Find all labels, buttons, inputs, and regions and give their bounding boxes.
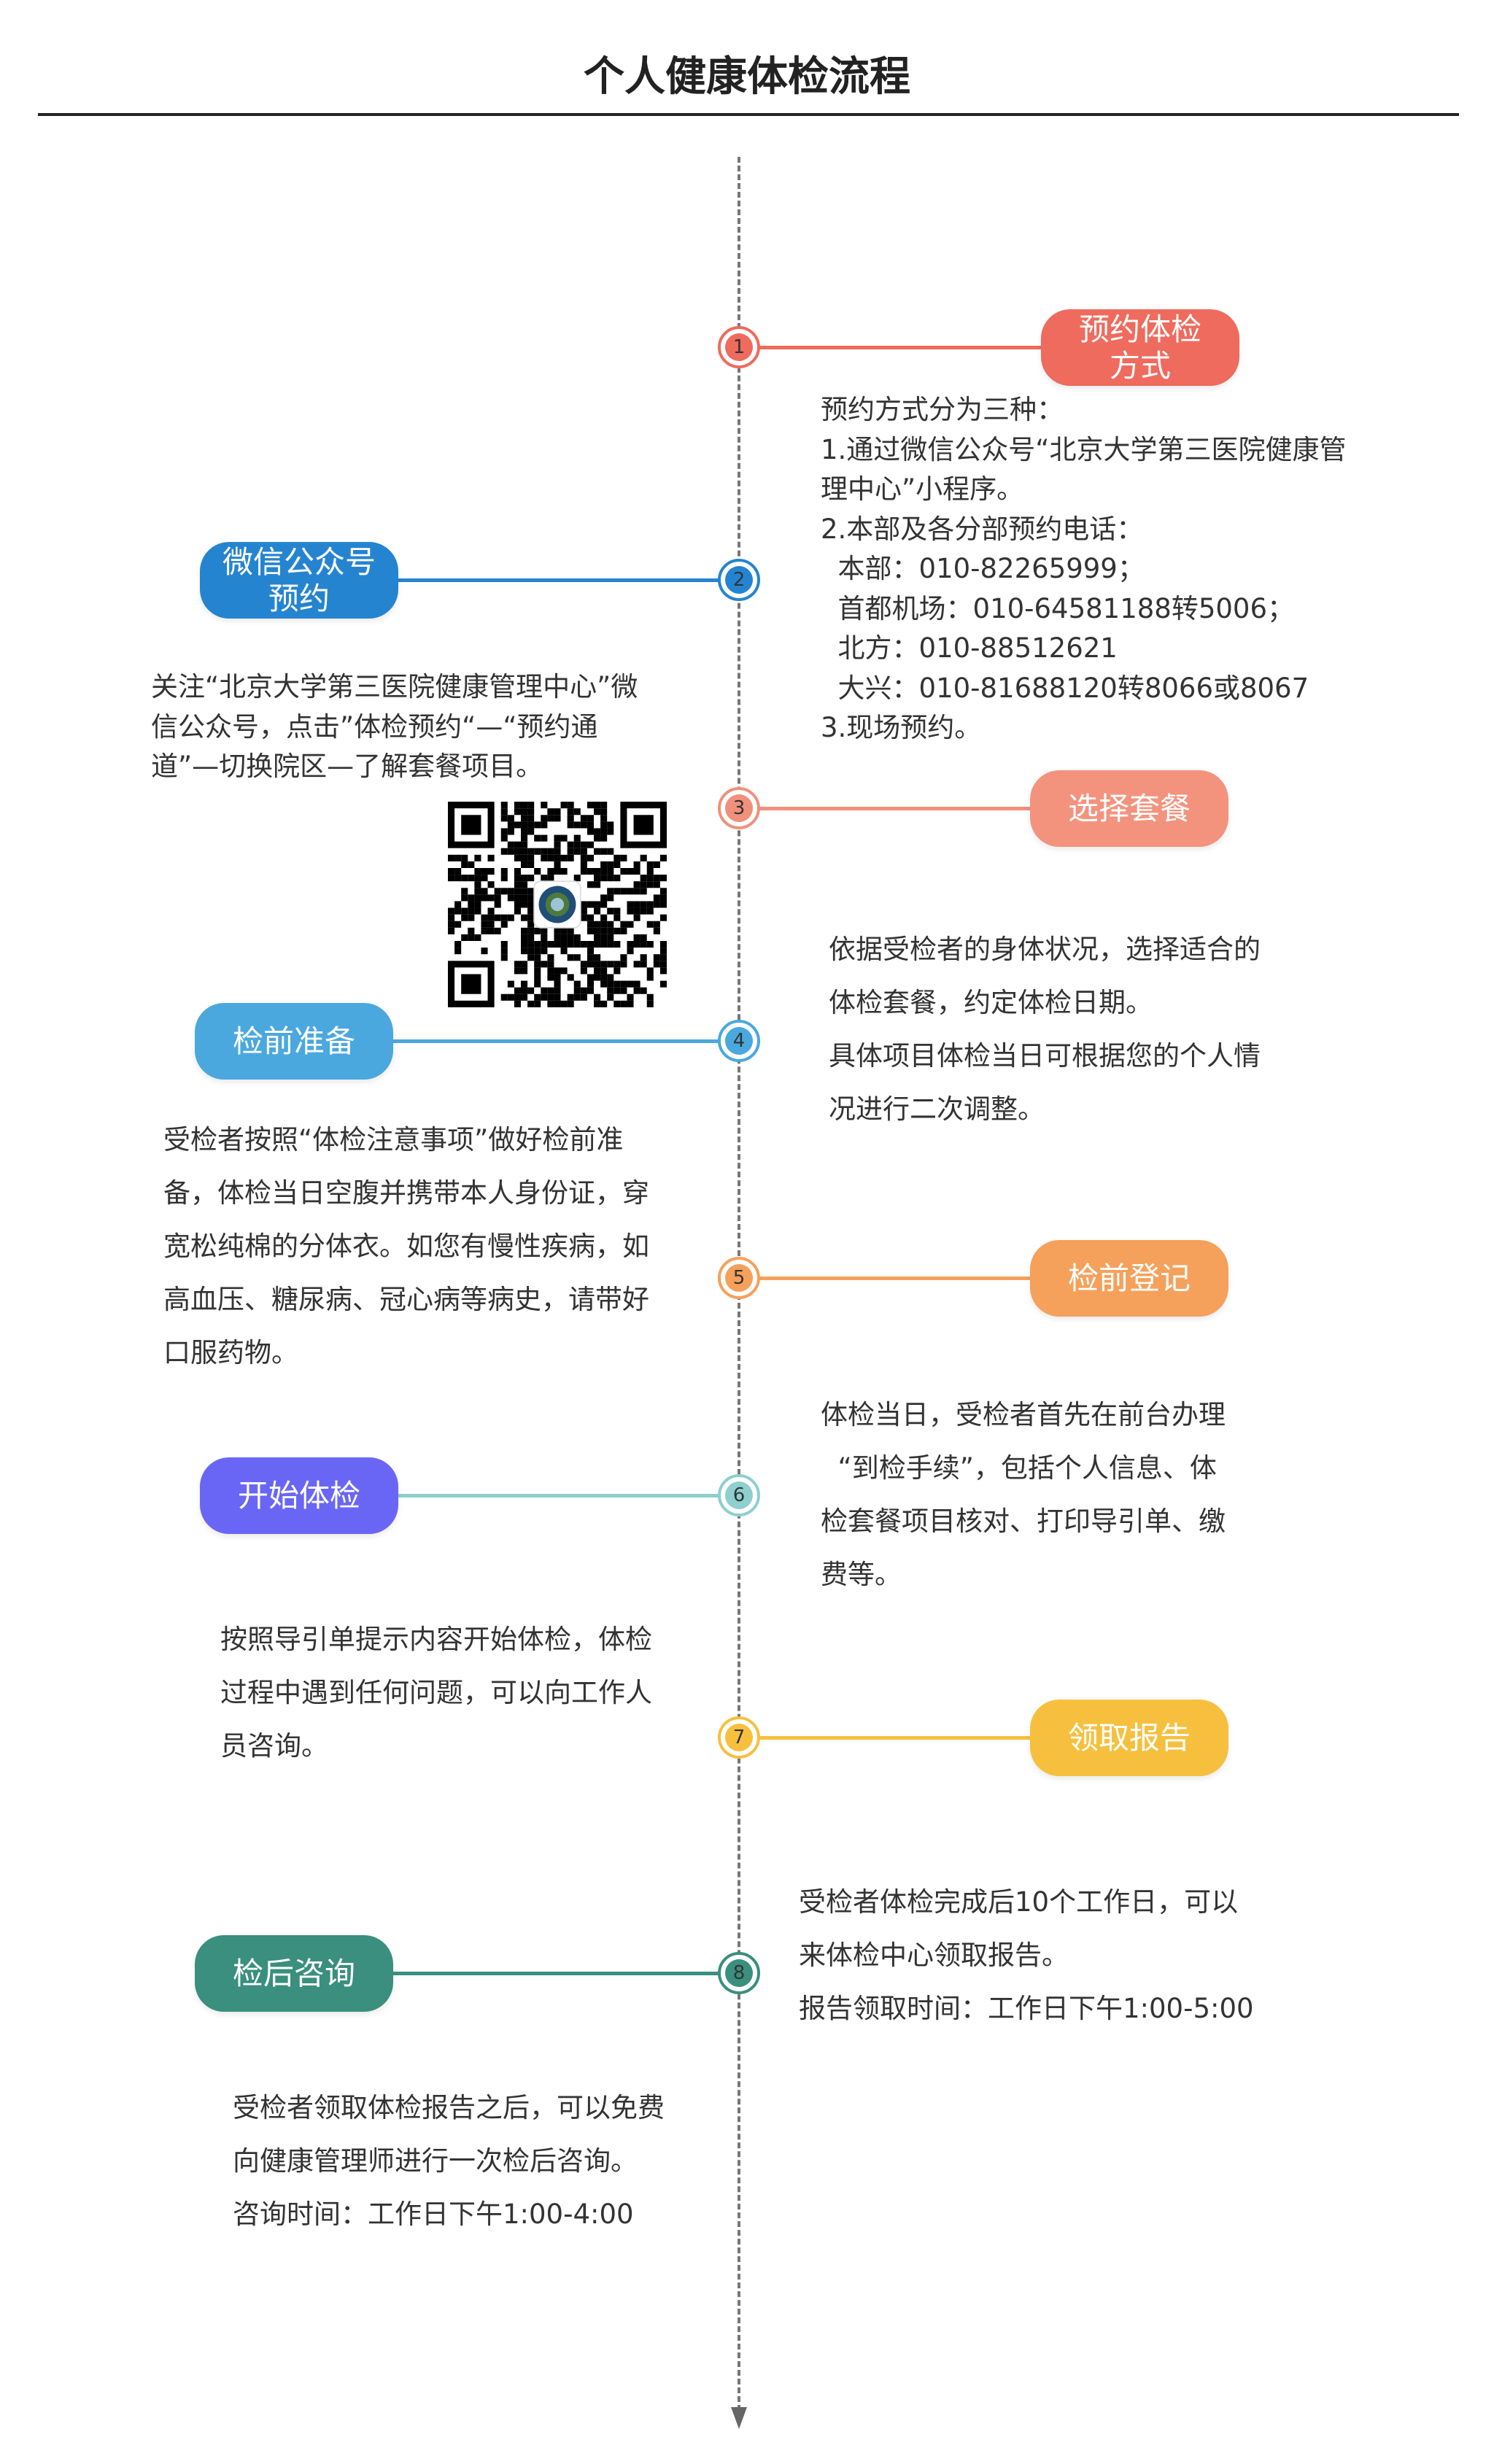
step-description-line: 受检者体检完成后10个工作日，可以: [799, 1886, 1239, 1918]
step-connector-line: [739, 1276, 1037, 1280]
step-description-line: 北方：010-88512621: [821, 632, 1118, 664]
step-description-line: 来体检中心领取报告。: [799, 1940, 1069, 1971]
step-title-pill: 领取报告: [1030, 1700, 1228, 1776]
step-connector-line: [386, 1039, 739, 1043]
step-title-line: 领取报告: [1067, 1719, 1191, 1756]
step-title-pill: 检前登记: [1030, 1240, 1228, 1317]
wechat-qr-code: [448, 802, 667, 1007]
step-number: 6: [725, 1481, 753, 1509]
step-number: 4: [725, 1027, 753, 1055]
step-number-marker: 8: [718, 1952, 760, 1994]
step-title-line: 开始体检: [237, 1477, 360, 1514]
step-number-marker: 2: [718, 559, 760, 601]
step-title-pill: 预约体检方式: [1041, 309, 1239, 386]
step-title-line: 预约: [268, 580, 330, 616]
step-description-line: 依据受检者的身体状况，选择适合的: [829, 934, 1261, 965]
step-description-line: 本部：010-82265999；: [821, 553, 1145, 584]
step-title-pill: 检前准备: [195, 1003, 393, 1080]
step-title-line: 检前登记: [1067, 1260, 1191, 1296]
step-title-line: 检前准备: [232, 1023, 355, 1059]
step-description-line: 宽松纯棉的分体衣。如您有慢性疾病，如: [163, 1231, 649, 1262]
step-title-pill: 选择套餐: [1030, 770, 1228, 847]
step-description-line: 备，体检当日空腹并携带本人身份证，穿: [163, 1177, 649, 1209]
step-description-line: 大兴：010-81688120转8066或8067: [821, 672, 1309, 704]
step-number: 8: [725, 1959, 753, 1987]
step-number-marker: 5: [718, 1257, 760, 1299]
step-description-line: 咨询时间：工作日下午1:00-4:00: [233, 2198, 634, 2230]
step-description-line: 具体项目体检当日可根据您的个人情: [829, 1040, 1261, 1072]
step-number: 3: [725, 794, 753, 822]
timeline-arrow-icon: [731, 2407, 747, 2429]
step-description-line: 3.现场预约。: [821, 712, 982, 743]
step-description-line: 向健康管理师进行一次检后咨询。: [233, 2145, 638, 2177]
step-connector-line: [391, 578, 739, 582]
step-description-line: 关注“北京大学第三医院健康管理中心”微: [151, 671, 638, 702]
step-description-line: 首都机场：010-64581188转5006；: [821, 592, 1294, 624]
step-description-line: 2.本部及各分部预约电话：: [821, 513, 1144, 545]
step-number-marker: 1: [718, 326, 760, 368]
step-description-line: 预约方式分为三种：: [821, 394, 1064, 425]
step-description-line: 高血压、糖尿病、冠心病等病史，请带好: [163, 1284, 649, 1315]
step-description-line: 体检套餐，约定体检日期。: [829, 987, 1153, 1018]
step-description-line: 报告领取时间：工作日下午1:00-5:00: [799, 1993, 1254, 2024]
step-number-marker: 7: [718, 1716, 760, 1759]
step-description-line: 况进行二次调整。: [829, 1093, 1045, 1125]
step-title-pill: 开始体检: [200, 1457, 398, 1534]
step-description-line: 信公众号，点击”体检预约“—“预约通: [151, 710, 598, 743]
step-description-line: “到检手续”，包括个人信息、体: [821, 1452, 1217, 1484]
step-description-line: 受检者按照“体检注意事项”做好检前准: [163, 1124, 624, 1155]
step-description-line: 按照导引单提示内容开始体检，体检: [220, 1624, 652, 1655]
step-title-line: 选择套餐: [1067, 790, 1191, 826]
step-description-line: 检套餐项目核对、打印导引单、缴: [821, 1506, 1226, 1537]
step-description-line: 道”—切换院区—了解套餐项目。: [151, 751, 543, 782]
step-title-line: 检后咨询: [232, 1955, 355, 1991]
step-description-line: 费等。: [821, 1559, 902, 1590]
step-description-line: 员咨询。: [220, 1730, 328, 1762]
step-title-line: 预约体检: [1078, 311, 1201, 347]
step-description-line: 受检者领取体检报告之后，可以免费: [233, 2092, 665, 2123]
step-number-marker: 6: [718, 1474, 760, 1516]
step-description-line: 理中心”小程序。: [821, 473, 1024, 505]
step-number: 7: [725, 1724, 753, 1751]
step-connector-line: [739, 346, 1048, 349]
step-connector-line: [386, 1972, 739, 1975]
step-number: 1: [725, 333, 753, 361]
page-title: 个人健康体检流程: [584, 53, 910, 101]
step-title-pill: 检后咨询: [195, 1935, 393, 2012]
step-description-line: 体检当日，受检者首先在前台办理: [821, 1399, 1226, 1430]
step-connector-line: [391, 1494, 739, 1498]
step-description-line: 口服药物。: [163, 1337, 298, 1368]
step-number: 2: [725, 566, 753, 594]
step-title-pill: 微信公众号预约: [200, 542, 398, 619]
step-description-line: 过程中遇到任何问题，可以向工作人: [220, 1677, 652, 1708]
step-number: 5: [725, 1264, 753, 1292]
step-title-line: 方式: [1109, 347, 1171, 384]
step-number-marker: 3: [718, 787, 760, 829]
step-title-line: 微信公众号: [222, 543, 376, 580]
step-description-line: 1.通过微信公众号“北京大学第三医院健康管: [821, 433, 1347, 465]
title-divider: [38, 113, 1459, 116]
step-number-marker: 4: [718, 1020, 760, 1062]
step-connector-line: [739, 807, 1037, 810]
step-connector-line: [739, 1736, 1037, 1740]
